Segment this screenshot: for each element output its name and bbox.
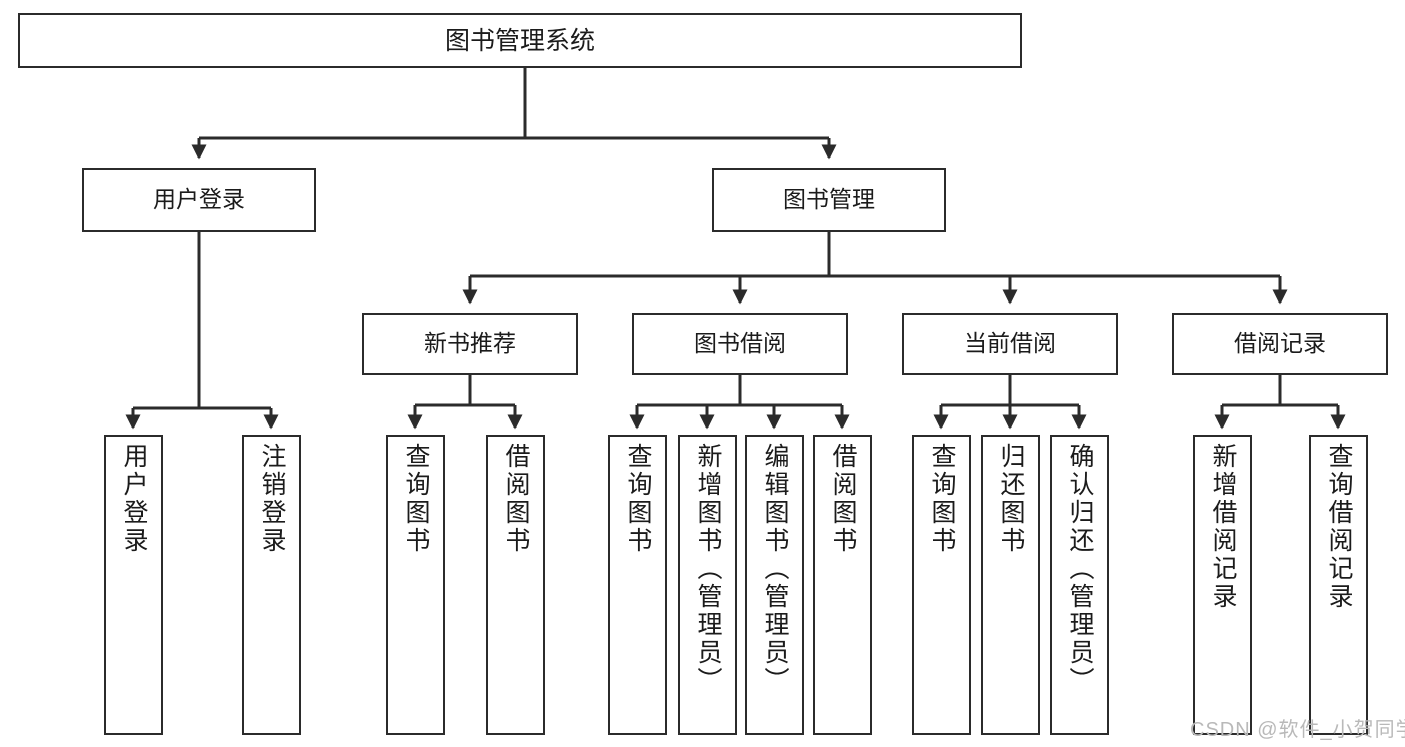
node-borrow-records[interactable]: 借阅记录 <box>1172 313 1388 375</box>
node-label: 编辑图书（管理员） <box>761 443 789 695</box>
node-label: 归还图书 <box>997 443 1025 555</box>
leaf-edit-book-admin[interactable]: 编辑图书（管理员） <box>745 435 804 735</box>
leaf-borrow-book[interactable]: 借阅图书 <box>813 435 872 735</box>
node-user-login[interactable]: 用户登录 <box>82 168 316 232</box>
node-new-book-recommend[interactable]: 新书推荐 <box>362 313 578 375</box>
node-label: 查询图书 <box>402 443 430 555</box>
node-label: 用户登录 <box>120 443 148 555</box>
node-label: 查询图书 <box>928 443 956 555</box>
node-label: 注销登录 <box>258 443 286 555</box>
node-label: 借阅图书 <box>502 443 530 555</box>
leaf-query-book-borrow[interactable]: 查询图书 <box>608 435 667 735</box>
node-root-book-management-system[interactable]: 图书管理系统 <box>18 13 1022 68</box>
node-label: 新增借阅记录 <box>1209 443 1237 611</box>
leaf-query-book-current[interactable]: 查询图书 <box>912 435 971 735</box>
node-label: 借阅记录 <box>1234 330 1326 357</box>
leaf-user-login[interactable]: 用户登录 <box>104 435 163 735</box>
node-label: 图书管理系统 <box>444 26 595 55</box>
node-label: 确认归还（管理员） <box>1066 443 1094 695</box>
leaf-borrow-book-recommend[interactable]: 借阅图书 <box>486 435 545 735</box>
leaf-logout[interactable]: 注销登录 <box>242 435 301 735</box>
leaf-confirm-return-admin[interactable]: 确认归还（管理员） <box>1050 435 1109 735</box>
leaf-query-book-recommend[interactable]: 查询图书 <box>386 435 445 735</box>
leaf-query-borrow-record[interactable]: 查询借阅记录 <box>1309 435 1368 735</box>
node-book-borrow[interactable]: 图书借阅 <box>632 313 848 375</box>
node-label: 用户登录 <box>153 186 245 213</box>
node-label: 图书管理 <box>783 186 875 213</box>
leaf-add-borrow-record[interactable]: 新增借阅记录 <box>1193 435 1252 735</box>
leaf-add-book-admin[interactable]: 新增图书（管理员） <box>678 435 737 735</box>
node-label: 新书推荐 <box>424 330 516 357</box>
node-book-management[interactable]: 图书管理 <box>712 168 946 232</box>
node-label: 当前借阅 <box>964 330 1056 357</box>
node-current-borrow[interactable]: 当前借阅 <box>902 313 1118 375</box>
node-label: 查询借阅记录 <box>1325 443 1353 611</box>
node-label: 新增图书（管理员） <box>694 443 722 695</box>
node-label: 借阅图书 <box>829 443 857 555</box>
node-label: 图书借阅 <box>694 330 786 357</box>
node-label: 查询图书 <box>624 443 652 555</box>
leaf-return-book[interactable]: 归还图书 <box>981 435 1040 735</box>
